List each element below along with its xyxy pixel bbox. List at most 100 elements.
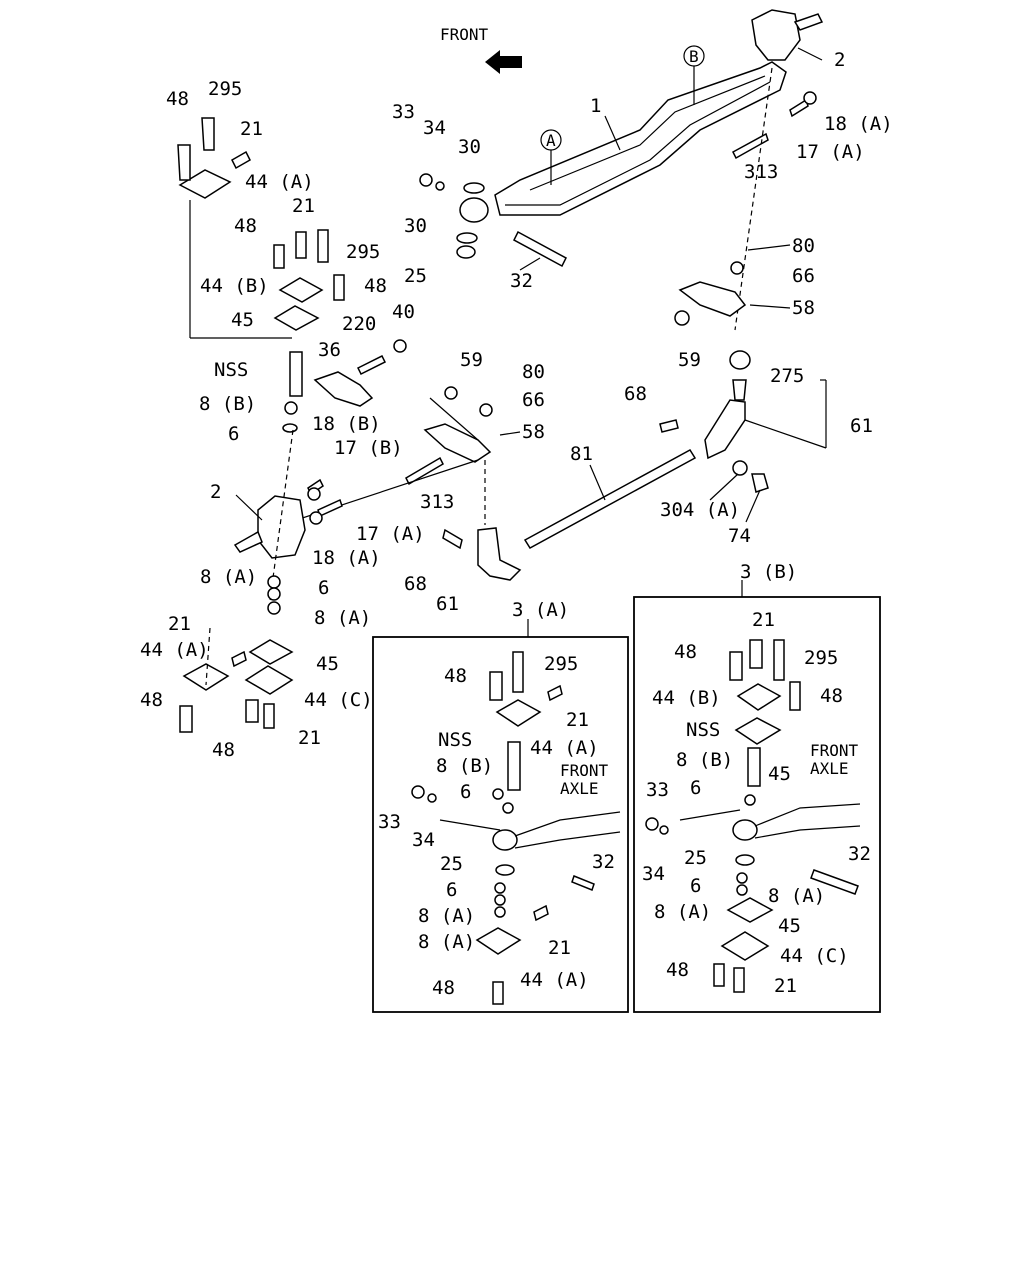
callout-21: 21 — [548, 937, 571, 959]
axle-note-3a-line2: AXLE — [560, 779, 599, 798]
callout-44a: 44 (A) — [530, 737, 599, 759]
callout-34: 34 — [642, 863, 665, 885]
callout-21: 21 — [752, 609, 775, 631]
detail-box-3a — [372, 636, 629, 1013]
callout-8a: 8 (A) — [200, 566, 257, 588]
callout-32: 32 — [592, 851, 615, 873]
callout-48: 48 — [820, 685, 843, 707]
tie-rod-end-left — [477, 527, 522, 581]
callout-17a: 17 (A) — [796, 141, 865, 163]
callout-34: 34 — [412, 829, 435, 851]
callout-295: 295 — [804, 647, 838, 669]
callout-6: 6 — [446, 879, 457, 901]
callout-66: 66 — [792, 265, 815, 287]
callout-18a: 18 (A) — [824, 113, 893, 135]
detail-box-3b — [633, 596, 881, 1013]
callout-44a: 44 (A) — [140, 639, 209, 661]
callout-44a: 44 (A) — [520, 969, 589, 991]
callout-80: 80 — [522, 361, 545, 383]
callout-220: 220 — [342, 313, 376, 335]
callout-6: 6 — [460, 781, 471, 803]
callout-59: 59 — [460, 349, 483, 371]
callout-48: 48 — [234, 215, 257, 237]
callout-32: 32 — [510, 270, 533, 292]
callout-48: 48 — [444, 665, 467, 687]
callout-8a: 8 (A) — [418, 931, 475, 953]
callout-30: 30 — [404, 215, 427, 237]
callout-18a: 18 (A) — [312, 547, 381, 569]
callout-74: 74 — [728, 525, 751, 547]
callout-48: 48 — [212, 739, 235, 761]
callout-6: 6 — [318, 577, 329, 599]
callout-61: 61 — [850, 415, 873, 437]
callout-1: 1 — [590, 95, 601, 117]
cap-44b-left — [278, 277, 324, 303]
callout-17a: 17 (A) — [356, 523, 425, 545]
callout-36: 36 — [318, 339, 341, 361]
cap-44a-top-left — [178, 169, 232, 199]
callout-2: 2 — [834, 49, 845, 71]
kingpin-left — [289, 351, 303, 397]
callout-25: 25 — [684, 847, 707, 869]
callout-nss: NSS — [214, 359, 248, 381]
callout-313: 313 — [420, 491, 454, 513]
callout-30: 30 — [458, 136, 481, 158]
circle-marker-b: B — [683, 45, 705, 105]
callout-8a: 8 (A) — [654, 901, 711, 923]
callout-44a: 44 (A) — [245, 171, 314, 193]
callout-68: 68 — [404, 573, 427, 595]
axle-note-3a-line1: FRONT — [560, 761, 609, 780]
callout-44c: 44 (C) — [780, 945, 849, 967]
callout-33: 33 — [392, 101, 415, 123]
callout-21: 21 — [240, 118, 263, 140]
callout-45: 45 — [768, 763, 791, 785]
cap-44c-lower-left — [244, 665, 294, 695]
callout-17b: 17 (B) — [334, 437, 403, 459]
steering-arm — [313, 371, 374, 407]
callout-68: 68 — [624, 383, 647, 405]
front-direction-arrow-icon — [485, 50, 522, 74]
circle-marker-a: A — [540, 129, 562, 185]
callout-313: 313 — [744, 161, 778, 183]
callout-25: 25 — [404, 265, 427, 287]
callout-nss: NSS — [686, 719, 720, 741]
callout-labels: 48 295 21 44 (A) 48 21 295 44 (B) 48 45 … — [140, 49, 893, 999]
callout-44b: 44 (B) — [200, 275, 269, 297]
callout-44c: 44 (C) — [304, 689, 373, 711]
callout-59: 59 — [678, 349, 701, 371]
callout-32: 32 — [848, 843, 871, 865]
callout-6: 6 — [228, 423, 239, 445]
callout-6: 6 — [690, 777, 701, 799]
circle-marker-b-label: B — [689, 47, 699, 66]
axle-note-3b-line2: AXLE — [810, 759, 849, 778]
callout-81: 81 — [570, 443, 593, 465]
callout-2: 2 — [210, 481, 221, 503]
callout-40: 40 — [392, 301, 415, 323]
axle-beam — [494, 61, 787, 216]
callout-21: 21 — [298, 727, 321, 749]
knuckle-right — [751, 9, 801, 61]
callout-58: 58 — [792, 297, 815, 319]
callout-48: 48 — [140, 689, 163, 711]
beam-pivot-left — [459, 197, 489, 223]
callout-48: 48 — [432, 977, 455, 999]
callout-48: 48 — [166, 88, 189, 110]
drag-link-arm-right — [704, 399, 746, 460]
callout-8b: 8 (B) — [436, 755, 493, 777]
callout-304a: 304 (A) — [660, 499, 740, 521]
callout-275: 275 — [770, 365, 804, 387]
leader-lines — [235, 47, 827, 831]
callout-61: 61 — [436, 593, 459, 615]
pitman-arm-middle — [423, 423, 492, 463]
callout-8a: 8 (A) — [418, 905, 475, 927]
gasket-45-lower-left — [248, 639, 294, 665]
callout-8a: 8 (A) — [768, 885, 825, 907]
circle-marker-a-label: A — [546, 131, 556, 150]
tie-rod — [523, 449, 697, 549]
callout-8a: 8 (A) — [314, 607, 371, 629]
callout-48: 48 — [666, 959, 689, 981]
callout-8b: 8 (B) — [199, 393, 256, 415]
callout-45: 45 — [778, 915, 801, 937]
